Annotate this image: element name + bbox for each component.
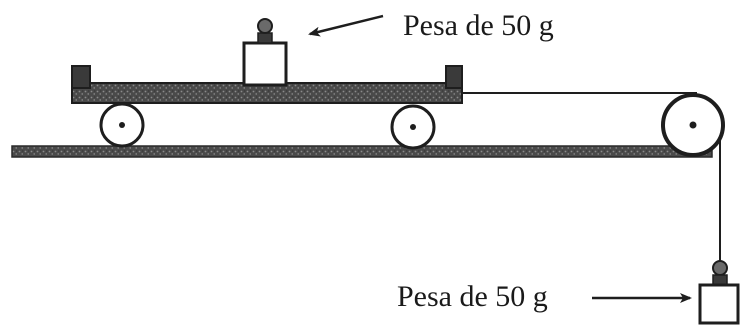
hanging-weight-knob (712, 260, 728, 276)
table-surface (11, 145, 713, 158)
top-weight-label: Pesa de 50 g (403, 9, 554, 42)
hanging-weight-block (698, 283, 740, 325)
cart (71, 65, 463, 150)
cart-wheel-left (99, 102, 145, 148)
cart-left-end (71, 65, 91, 89)
cart-wheel-right (390, 104, 436, 150)
top-weight-neck (257, 32, 273, 44)
hanging-weight (698, 260, 740, 325)
hanging-weight-label: Pesa de 50 g (397, 280, 548, 313)
top-weight-knob (257, 18, 273, 34)
top-weight-block (242, 41, 288, 87)
cart-right-end (445, 65, 463, 89)
top-weight (242, 18, 288, 87)
pulley (661, 93, 725, 157)
top-label-arrow (308, 14, 384, 37)
